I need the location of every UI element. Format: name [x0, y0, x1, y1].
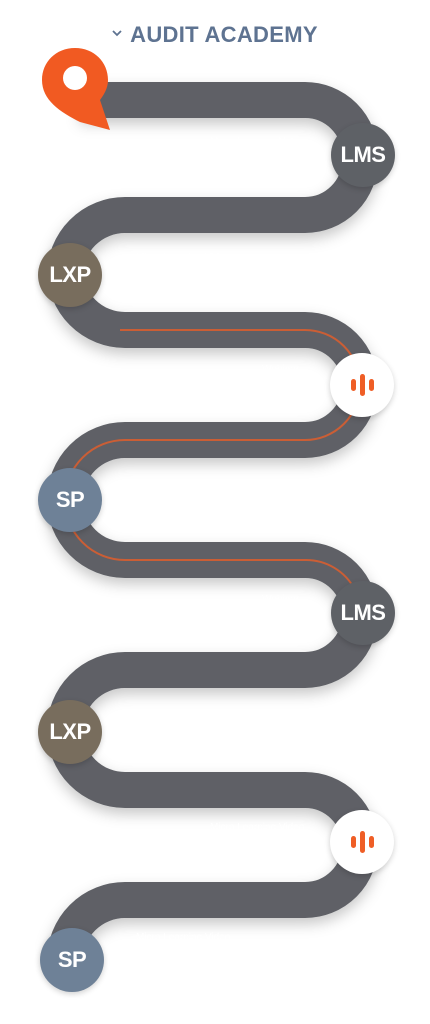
node-caption-title: Webinar — [262, 364, 300, 375]
node-caption: Micro Learning Video — [136, 932, 230, 944]
node-caption-title: Reading — [136, 479, 174, 490]
node-caption: Micro Learning Video — [136, 252, 230, 264]
node-label: LXP — [49, 262, 91, 287]
node-caption-title: Micro Learning Video — [210, 822, 305, 833]
node-label: LMS — [340, 600, 386, 625]
node-caption: Webinar — [262, 364, 299, 376]
node-label: SP — [57, 947, 87, 972]
lxp-node-2[interactable]: LXP — [38, 243, 102, 307]
node-caption-title: Webinar — [262, 594, 300, 605]
node-caption-title: Micro Learning Video — [136, 252, 231, 263]
node-caption: Webinar — [262, 594, 299, 606]
lxp-node-6[interactable]: LXP — [38, 700, 102, 764]
node-caption: Reading — [136, 479, 173, 491]
podcast-node-7[interactable] — [330, 810, 394, 874]
page-title: AUDIT ACADEMY — [130, 22, 318, 47]
lms-node-5[interactable]: LMS — [331, 581, 395, 645]
node-caption-title: Reading — [136, 711, 174, 722]
podcast-node-3[interactable] — [330, 353, 394, 417]
node-label: LMS — [340, 142, 386, 167]
node-caption: Reading — [136, 711, 173, 723]
node-label: SP — [55, 487, 85, 512]
sp-node-8[interactable]: SP — [40, 928, 104, 992]
chevron-down-icon — [112, 28, 122, 38]
audio-bars-icon — [350, 374, 374, 396]
node-caption-title: Micro Learning Video — [210, 136, 305, 147]
academy-title-toggle[interactable]: AUDIT ACADEMY — [0, 22, 430, 48]
sp-node-4[interactable]: SP — [38, 468, 102, 532]
location-pin-icon[interactable] — [42, 48, 110, 130]
lms-node-1[interactable]: LMS — [331, 123, 395, 187]
audio-bars-icon — [350, 831, 374, 853]
node-caption: Micro Learning Video — [210, 136, 304, 148]
node-caption-title: Micro Learning Video — [136, 932, 231, 943]
node-label: LXP — [49, 719, 91, 744]
node-caption: Micro Learning Video — [210, 822, 304, 834]
